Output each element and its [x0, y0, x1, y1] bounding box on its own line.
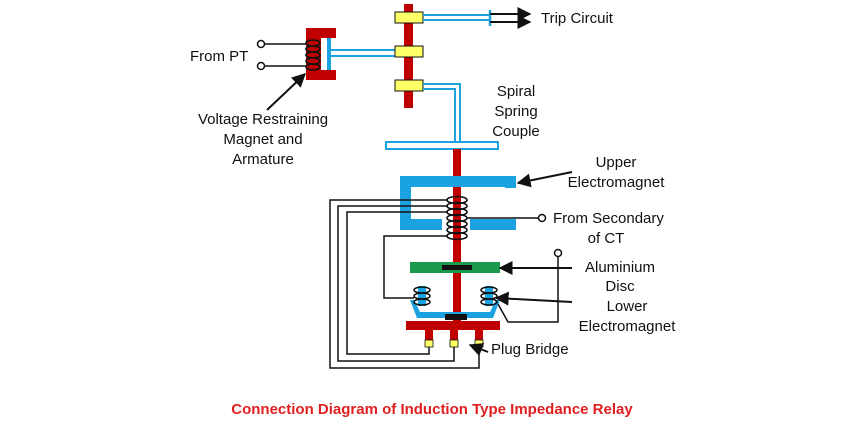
label-arrows [266, 73, 573, 357]
upper-electromagnet [400, 176, 516, 230]
label-voltage-restraining-2: Magnet and [223, 131, 302, 148]
label-voltage-restraining-1: Voltage Restraining [198, 111, 328, 128]
lower-electromagnet [410, 286, 500, 318]
label-disc-2: Disc [605, 278, 635, 295]
shaft-contacts [394, 11, 424, 92]
ct-terminal [537, 213, 547, 223]
connection-wires [329, 199, 559, 369]
lower-coils [413, 286, 498, 306]
label-upper-2: Electromagnet [568, 174, 666, 191]
disc-hub [442, 265, 472, 270]
label-spiral-2: Spring [494, 103, 537, 120]
label-lower-1: Lower [607, 298, 648, 315]
label-voltage-restraining-3: Armature [232, 151, 294, 168]
label-spiral-3: Couple [492, 123, 540, 140]
label-disc-1: Aluminium [585, 259, 655, 276]
voltage-restraining-magnet [306, 28, 336, 80]
lower-hub [445, 314, 467, 320]
armature-rod [331, 49, 404, 57]
trip-circuit-wires [423, 7, 532, 29]
label-upper-1: Upper [596, 154, 637, 171]
label-plug-bridge: Plug Bridge [491, 341, 569, 358]
disc-terminal [553, 248, 563, 258]
plug-bridge-taps [424, 330, 484, 348]
voltage-coil [305, 39, 321, 71]
label-lower-2: Electromagnet [579, 318, 677, 335]
label-from-ct-1: From Secondary [553, 210, 664, 227]
label-from-pt: From PT [190, 48, 248, 65]
plug-bridge [406, 321, 500, 330]
label-trip-circuit: Trip Circuit [541, 10, 614, 27]
spiral-spring-link [423, 83, 461, 142]
diagram-caption: Connection Diagram of Induction Type Imp… [231, 401, 633, 418]
spiral-spring-plate [385, 141, 499, 150]
pt-terminals [256, 39, 306, 71]
label-from-ct-2: of CT [588, 230, 625, 247]
label-spiral-1: Spiral [497, 83, 535, 100]
